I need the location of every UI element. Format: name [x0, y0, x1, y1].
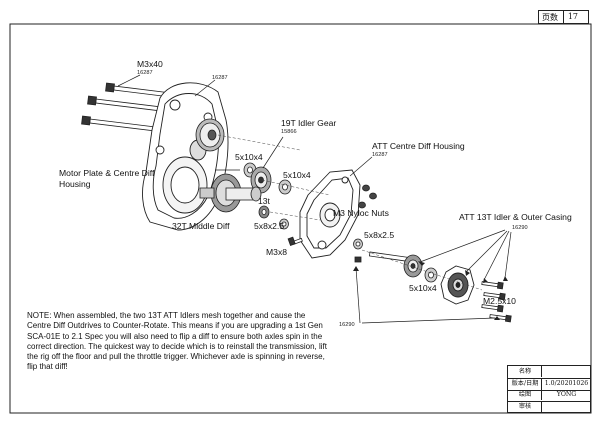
idler-shaft: [354, 251, 409, 263]
title-block-value: YONG: [556, 391, 577, 398]
title-block-divider: [541, 400, 542, 412]
label-bearing-5x10x4-c: 5x10x4: [409, 283, 437, 293]
part-number-16287-b: 16287: [212, 75, 228, 81]
label-32t-middle-diff: 32T Middle Diff: [172, 221, 230, 231]
att-centre-diff-housing: [299, 169, 361, 259]
m3-nyloc-nuts: [358, 184, 377, 209]
part-number-16290-a: 16290: [512, 225, 528, 231]
title-block-key: 审核: [518, 402, 532, 410]
title-block-value: 1.0/20201026: [544, 379, 589, 387]
sheet-border: [9, 23, 592, 414]
motor-plate-housing: [142, 82, 229, 231]
title-block-row-name: 名称: [508, 366, 590, 379]
label-bearing-5x8x2-5-b: 5x8x2.5: [364, 230, 395, 240]
leader-arrowheads: [353, 261, 508, 320]
page-number-value: 17: [567, 12, 578, 21]
title-block-divider: [541, 389, 542, 400]
bearing-5x10x4-c: [424, 267, 438, 283]
title-block-row-version: 版本/日期 1.0/20201026: [508, 377, 590, 391]
att-idler-gear-13t: [403, 254, 423, 278]
att-outer-casing: [440, 265, 475, 305]
title-block-key: 名称: [518, 368, 532, 375]
label-m2-5x10: M2.5x10: [483, 296, 516, 306]
gear-13t: [258, 205, 270, 219]
bearing-5x8x2-5-a: [279, 218, 289, 230]
part-number-16290-b: 16290: [339, 322, 355, 328]
label-19t-idler-gear: 19T Idler Gear: [281, 118, 337, 128]
title-block: 名称 版本/日期 1.0/20201026 绘图 YONG 审核: [507, 365, 591, 413]
label-att-13t-idler: ATT 13T Idler & Outer Casing: [459, 212, 572, 222]
m2-5x10-screws: [481, 281, 512, 323]
assembly-centre-lines: [217, 134, 483, 291]
assembly-note: NOTE: When assembled, the two 13T ATT Id…: [27, 311, 327, 372]
label-m3x40: M3x40: [137, 59, 163, 69]
title-block-key: 绘图: [518, 391, 532, 398]
part-number-16287-a: 16287: [137, 70, 153, 76]
idler-gear-19t: [250, 166, 272, 194]
page-number-box: 页数 17: [538, 10, 589, 24]
leader-lines: [117, 74, 512, 324]
label-m3x8: M3x8: [266, 247, 288, 257]
motor-plate-gear: [195, 118, 225, 152]
page-number-divider: [563, 11, 564, 23]
label-13t: 13t: [258, 196, 270, 206]
title-block-divider: [541, 377, 542, 389]
label-m3-nyloc-nuts: M3 Nyloc Nuts: [333, 208, 389, 218]
part-number-15866: 15866: [281, 129, 297, 135]
title-block-row-drawn: 绘图 YONG: [508, 389, 590, 402]
page-number-key: 页数: [542, 13, 558, 22]
title-block-divider: [541, 366, 542, 377]
label-bearing-5x10x4-a: 5x10x4: [235, 152, 263, 162]
bearing-5x8x2-5-b: [353, 238, 363, 250]
part-number-16287-c: 16287: [372, 152, 388, 158]
label-bearing-5x8x2-5-a: 5x8x2.5: [254, 221, 285, 231]
title-block-row-review: 审核: [508, 400, 590, 413]
bearing-5x10x4-b: [278, 179, 292, 195]
title-block-key: 版本/日期: [511, 379, 539, 387]
label-motor-plate: Motor Plate & Centre Diff Housing: [59, 168, 155, 189]
label-bearing-5x10x4-b: 5x10x4: [283, 170, 311, 180]
label-att-centre-diff-housing: ATT Centre Diff Housing: [372, 141, 465, 151]
screw-m3x8: [287, 236, 303, 246]
middle-diff-32t: [199, 173, 262, 213]
